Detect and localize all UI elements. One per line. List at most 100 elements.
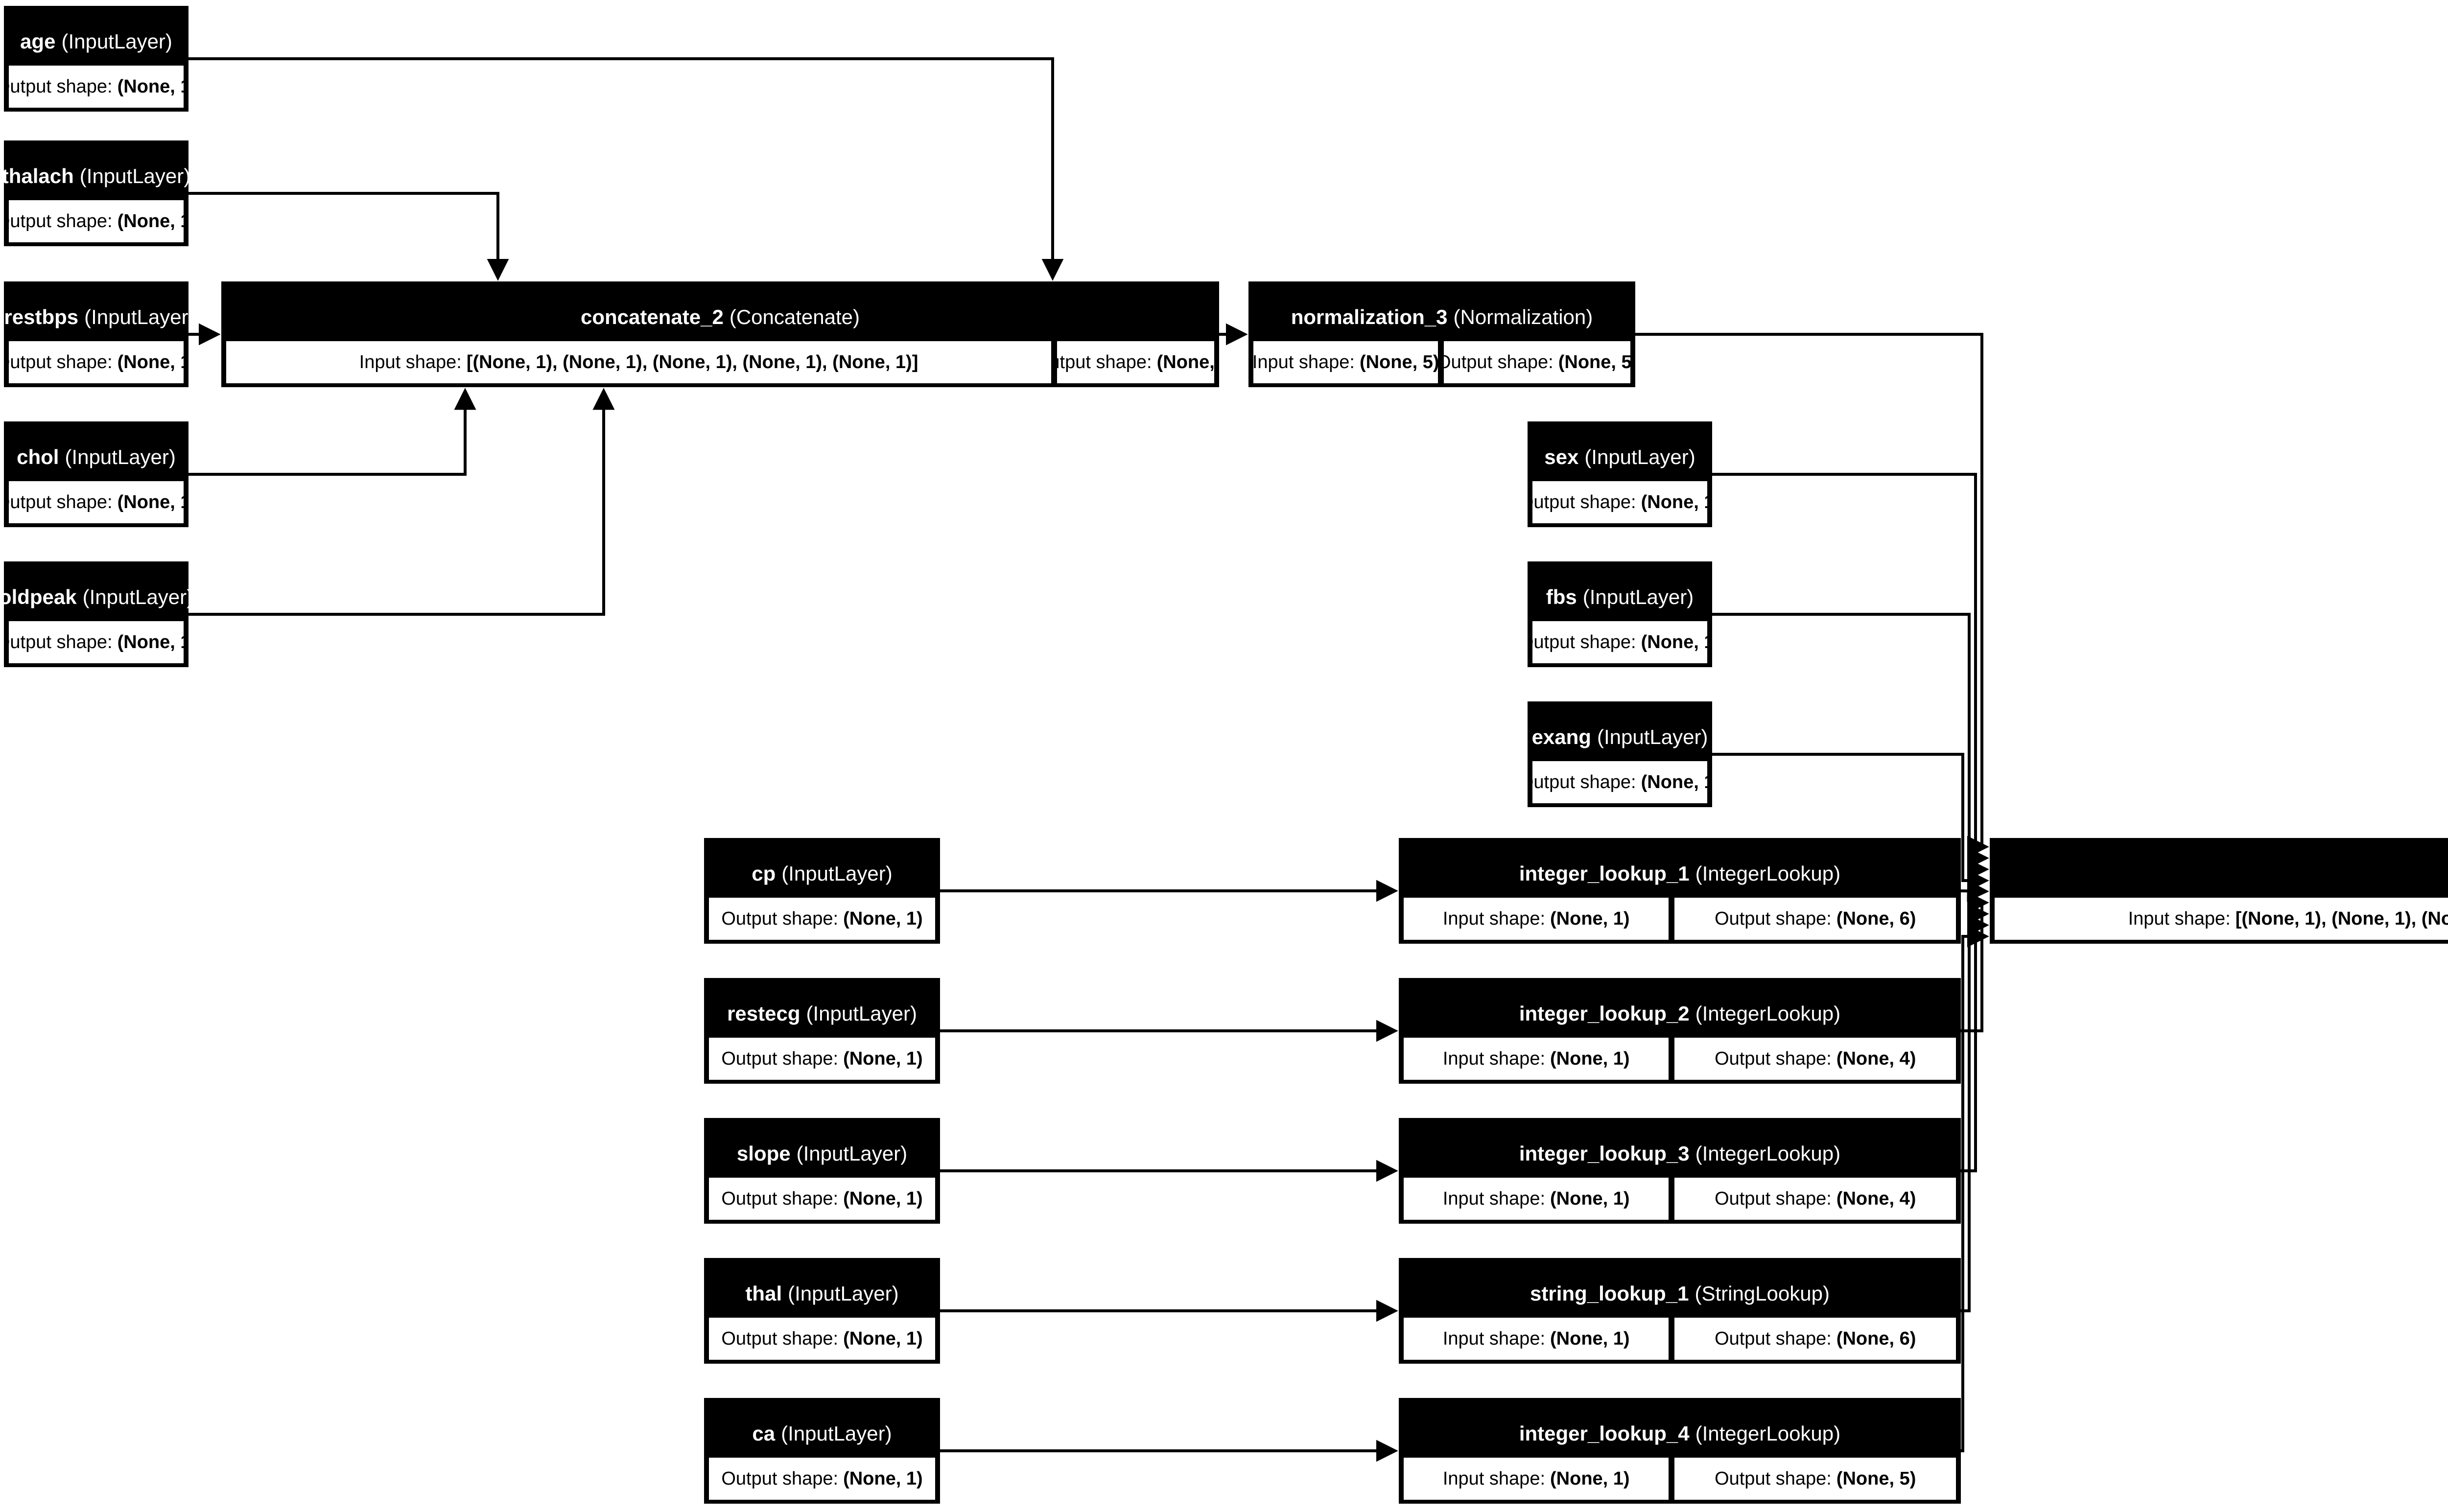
layer-name: age bbox=[20, 30, 56, 53]
shape-label: Output shape: bbox=[721, 1188, 839, 1209]
layer-node-concatenate_2: concatenate_2(Concatenate)Input shape:[(… bbox=[221, 281, 1219, 387]
shape-cells: Output shape:(None, 1) bbox=[709, 1458, 935, 1500]
layer-node-normalization_3: normalization_3(Normalization)Input shap… bbox=[1248, 281, 1635, 387]
layer-name: ca bbox=[752, 1422, 776, 1445]
layer-node-integer_lookup_4: integer_lookup_4(IntegerLookup)Input sha… bbox=[1399, 1398, 1961, 1504]
layer-type: (InputLayer) bbox=[806, 1002, 917, 1025]
layer-title: string_lookup_1(StringLookup) bbox=[1399, 1258, 1961, 1323]
output-shape-cell: Output shape:(None, 1) bbox=[1532, 621, 1707, 663]
shape-cells: Input shape:(None, 1) Output shape:(None,… bbox=[1404, 1178, 1956, 1220]
shape-label: Input shape: bbox=[1442, 1188, 1546, 1209]
shape-label: Output shape: bbox=[721, 908, 839, 929]
output-shape-cell: Output shape:(None, 5) bbox=[1674, 1458, 1956, 1500]
output-shape-cell: Output shape:(None, 4) bbox=[1674, 1178, 1956, 1220]
shape-cells: Output shape:(None, 1) bbox=[709, 1178, 935, 1220]
layer-node-slope: slope(InputLayer)Output shape:(None, 1) bbox=[704, 1118, 940, 1224]
shape-label: Output shape: bbox=[1532, 631, 1636, 652]
output-shape-cell: Output shape:(None, 1) bbox=[9, 481, 184, 523]
layer-name: thalach bbox=[4, 164, 74, 187]
shape-value: (None, 5) bbox=[1359, 351, 1438, 372]
layer-title: ca(InputLayer) bbox=[704, 1398, 940, 1463]
layer-node-integer_lookup_3: integer_lookup_3(IntegerLookup)Input sha… bbox=[1399, 1118, 1961, 1224]
layer-name: oldpeak bbox=[4, 585, 77, 608]
layer-title: restecg(InputLayer) bbox=[704, 978, 940, 1043]
shape-value: (None, 1) bbox=[1550, 1468, 1630, 1489]
shape-cells: Input shape:(None, 1)Output shape:(None,… bbox=[1404, 1458, 1956, 1500]
shape-label: Input shape: bbox=[359, 351, 462, 372]
shape-value: (None, 1) bbox=[117, 351, 184, 372]
layer-title: slope(InputLayer) bbox=[704, 1118, 940, 1183]
shape-cells: Input shape:(None, 5)Output shape:(None,… bbox=[1253, 341, 1630, 383]
output-shape-cell: Output shape:(None, 1) bbox=[709, 1458, 935, 1500]
shape-label: Output shape: bbox=[1715, 908, 1832, 929]
output-shape-cell: Output shape:(None, 6) bbox=[1674, 898, 1956, 940]
layer-name: concatenate_2 bbox=[581, 305, 724, 328]
shape-value: [(None, 1), (None, 1), (None, 1), (None,… bbox=[2235, 908, 2448, 929]
layer-type: (InputLayer) bbox=[781, 1422, 892, 1445]
edge-age-to-concatenate_2 bbox=[188, 57, 1064, 281]
input-shape-cell: Input shape:[(None, 1), (None, 1), (None… bbox=[226, 341, 1052, 383]
edge-integer_lookup_2-to-concatenate_3 bbox=[1961, 891, 1989, 1032]
layer-node-age: age(InputLayer)Output shape:(None, 1) bbox=[4, 6, 188, 112]
edge-string_lookup_1-to-concatenate_3 bbox=[1961, 914, 1989, 1312]
shape-label: Input shape: bbox=[1442, 1468, 1546, 1489]
output-shape-cell: Output shape:(None, 1) bbox=[9, 341, 184, 383]
layer-name: sex bbox=[1544, 445, 1579, 468]
shape-label: Input shape: bbox=[1442, 908, 1546, 929]
shape-cells: Output shape:(None, 1) bbox=[9, 66, 184, 108]
layer-node-exang: exang(InputLayer)Output shape:(None, 1) bbox=[1528, 701, 1712, 807]
shape-label: Output shape: bbox=[1715, 1328, 1832, 1349]
shape-value: (None, 1) bbox=[843, 1468, 923, 1489]
layer-type: (InputLayer) bbox=[796, 1142, 908, 1165]
layer-name: integer_lookup_1 bbox=[1519, 862, 1690, 885]
layer-type: (IntegerLookup) bbox=[1695, 1142, 1841, 1165]
layer-node-integer_lookup_1: integer_lookup_1(IntegerLookup) Input sha… bbox=[1399, 838, 1961, 944]
shape-value: (None, 5) bbox=[1836, 1468, 1916, 1489]
layer-type: (InputLayer) bbox=[79, 164, 188, 187]
layer-node-concatenate_3: concatenate_3(Concatenate)Input shape:[(… bbox=[1990, 838, 2448, 944]
layer-type: (IntegerLookup) bbox=[1695, 1002, 1841, 1025]
layer-name: exang bbox=[1531, 725, 1591, 748]
shape-cells: Input shape:[(None, 1), (None, 1), (None… bbox=[1995, 898, 2448, 940]
edge-chol-to-concatenate_2 bbox=[188, 388, 476, 476]
shape-label: Output shape: bbox=[1444, 351, 1554, 372]
layer-name: chol bbox=[17, 445, 59, 468]
shape-label: Output shape: bbox=[1532, 771, 1636, 792]
layer-node-restecg: restecg(InputLayer)Output shape:(None, 1… bbox=[704, 978, 940, 1084]
layer-node-thalach: thalach(InputLayer) Output shape:(None, 1… bbox=[4, 140, 188, 246]
shape-label: Output shape: bbox=[1057, 351, 1152, 372]
shape-value: [(None, 1), (None, 1), (None, 1), (None,… bbox=[466, 351, 918, 372]
output-shape-cell: Output shape:(None, 1) bbox=[709, 1318, 935, 1360]
shape-label: Input shape: bbox=[1442, 1048, 1546, 1069]
output-shape-cell: Output shape:(None, 1) bbox=[1532, 761, 1707, 803]
output-shape-cell: Output shape:(None, 1) bbox=[1532, 481, 1707, 523]
shape-label: Output shape: bbox=[9, 76, 113, 97]
shape-value: (None, 1) bbox=[1550, 1188, 1630, 1209]
layer-title: integer_lookup_1(IntegerLookup) bbox=[1399, 838, 1961, 903]
shape-cells: Output shape:(None, 1) bbox=[1532, 481, 1707, 523]
layer-name: string_lookup_1 bbox=[1530, 1282, 1689, 1305]
shape-label: Output shape: bbox=[1532, 491, 1636, 512]
layer-name: integer_lookup_2 bbox=[1519, 1002, 1690, 1025]
edge-fbs-to-concatenate_3 bbox=[1712, 613, 1989, 881]
layer-title: concatenate_2(Concatenate) bbox=[221, 281, 1219, 346]
layer-title: chol (InputLayer) bbox=[4, 421, 188, 486]
shape-label: Output shape: bbox=[721, 1468, 839, 1489]
shape-value: (None, 5) bbox=[1558, 351, 1630, 372]
output-shape-cell: Output shape:(None, 1) bbox=[9, 621, 184, 663]
layer-node-integer_lookup_2: integer_lookup_2(IntegerLookup) Input sha… bbox=[1399, 978, 1961, 1084]
layer-type: (InputLayer) bbox=[65, 445, 176, 468]
input-shape-cell: Input shape:(None, 1) bbox=[1404, 1458, 1669, 1500]
layer-title: integer_lookup_2(IntegerLookup) bbox=[1399, 978, 1961, 1043]
layer-name: fbs bbox=[1546, 585, 1577, 608]
shape-cells: Output shape:(None, 1) bbox=[9, 481, 184, 523]
layer-title: integer_lookup_3(IntegerLookup) bbox=[1399, 1118, 1961, 1183]
shape-value: (None, 4) bbox=[1836, 1188, 1916, 1209]
shape-cells: Input shape:[(None, 1), (None, 1), (None… bbox=[226, 341, 1214, 383]
shape-cells: Output shape:(None, 1) bbox=[9, 621, 184, 663]
layer-title: fbs(InputLayer) bbox=[1528, 561, 1712, 626]
output-shape-cell: Output shape:(None, 1) bbox=[709, 898, 935, 940]
shape-cells: Output shape:(None, 1) bbox=[9, 200, 184, 242]
layer-type: (InputLayer) bbox=[84, 305, 188, 328]
layer-name: integer_lookup_4 bbox=[1519, 1422, 1690, 1445]
